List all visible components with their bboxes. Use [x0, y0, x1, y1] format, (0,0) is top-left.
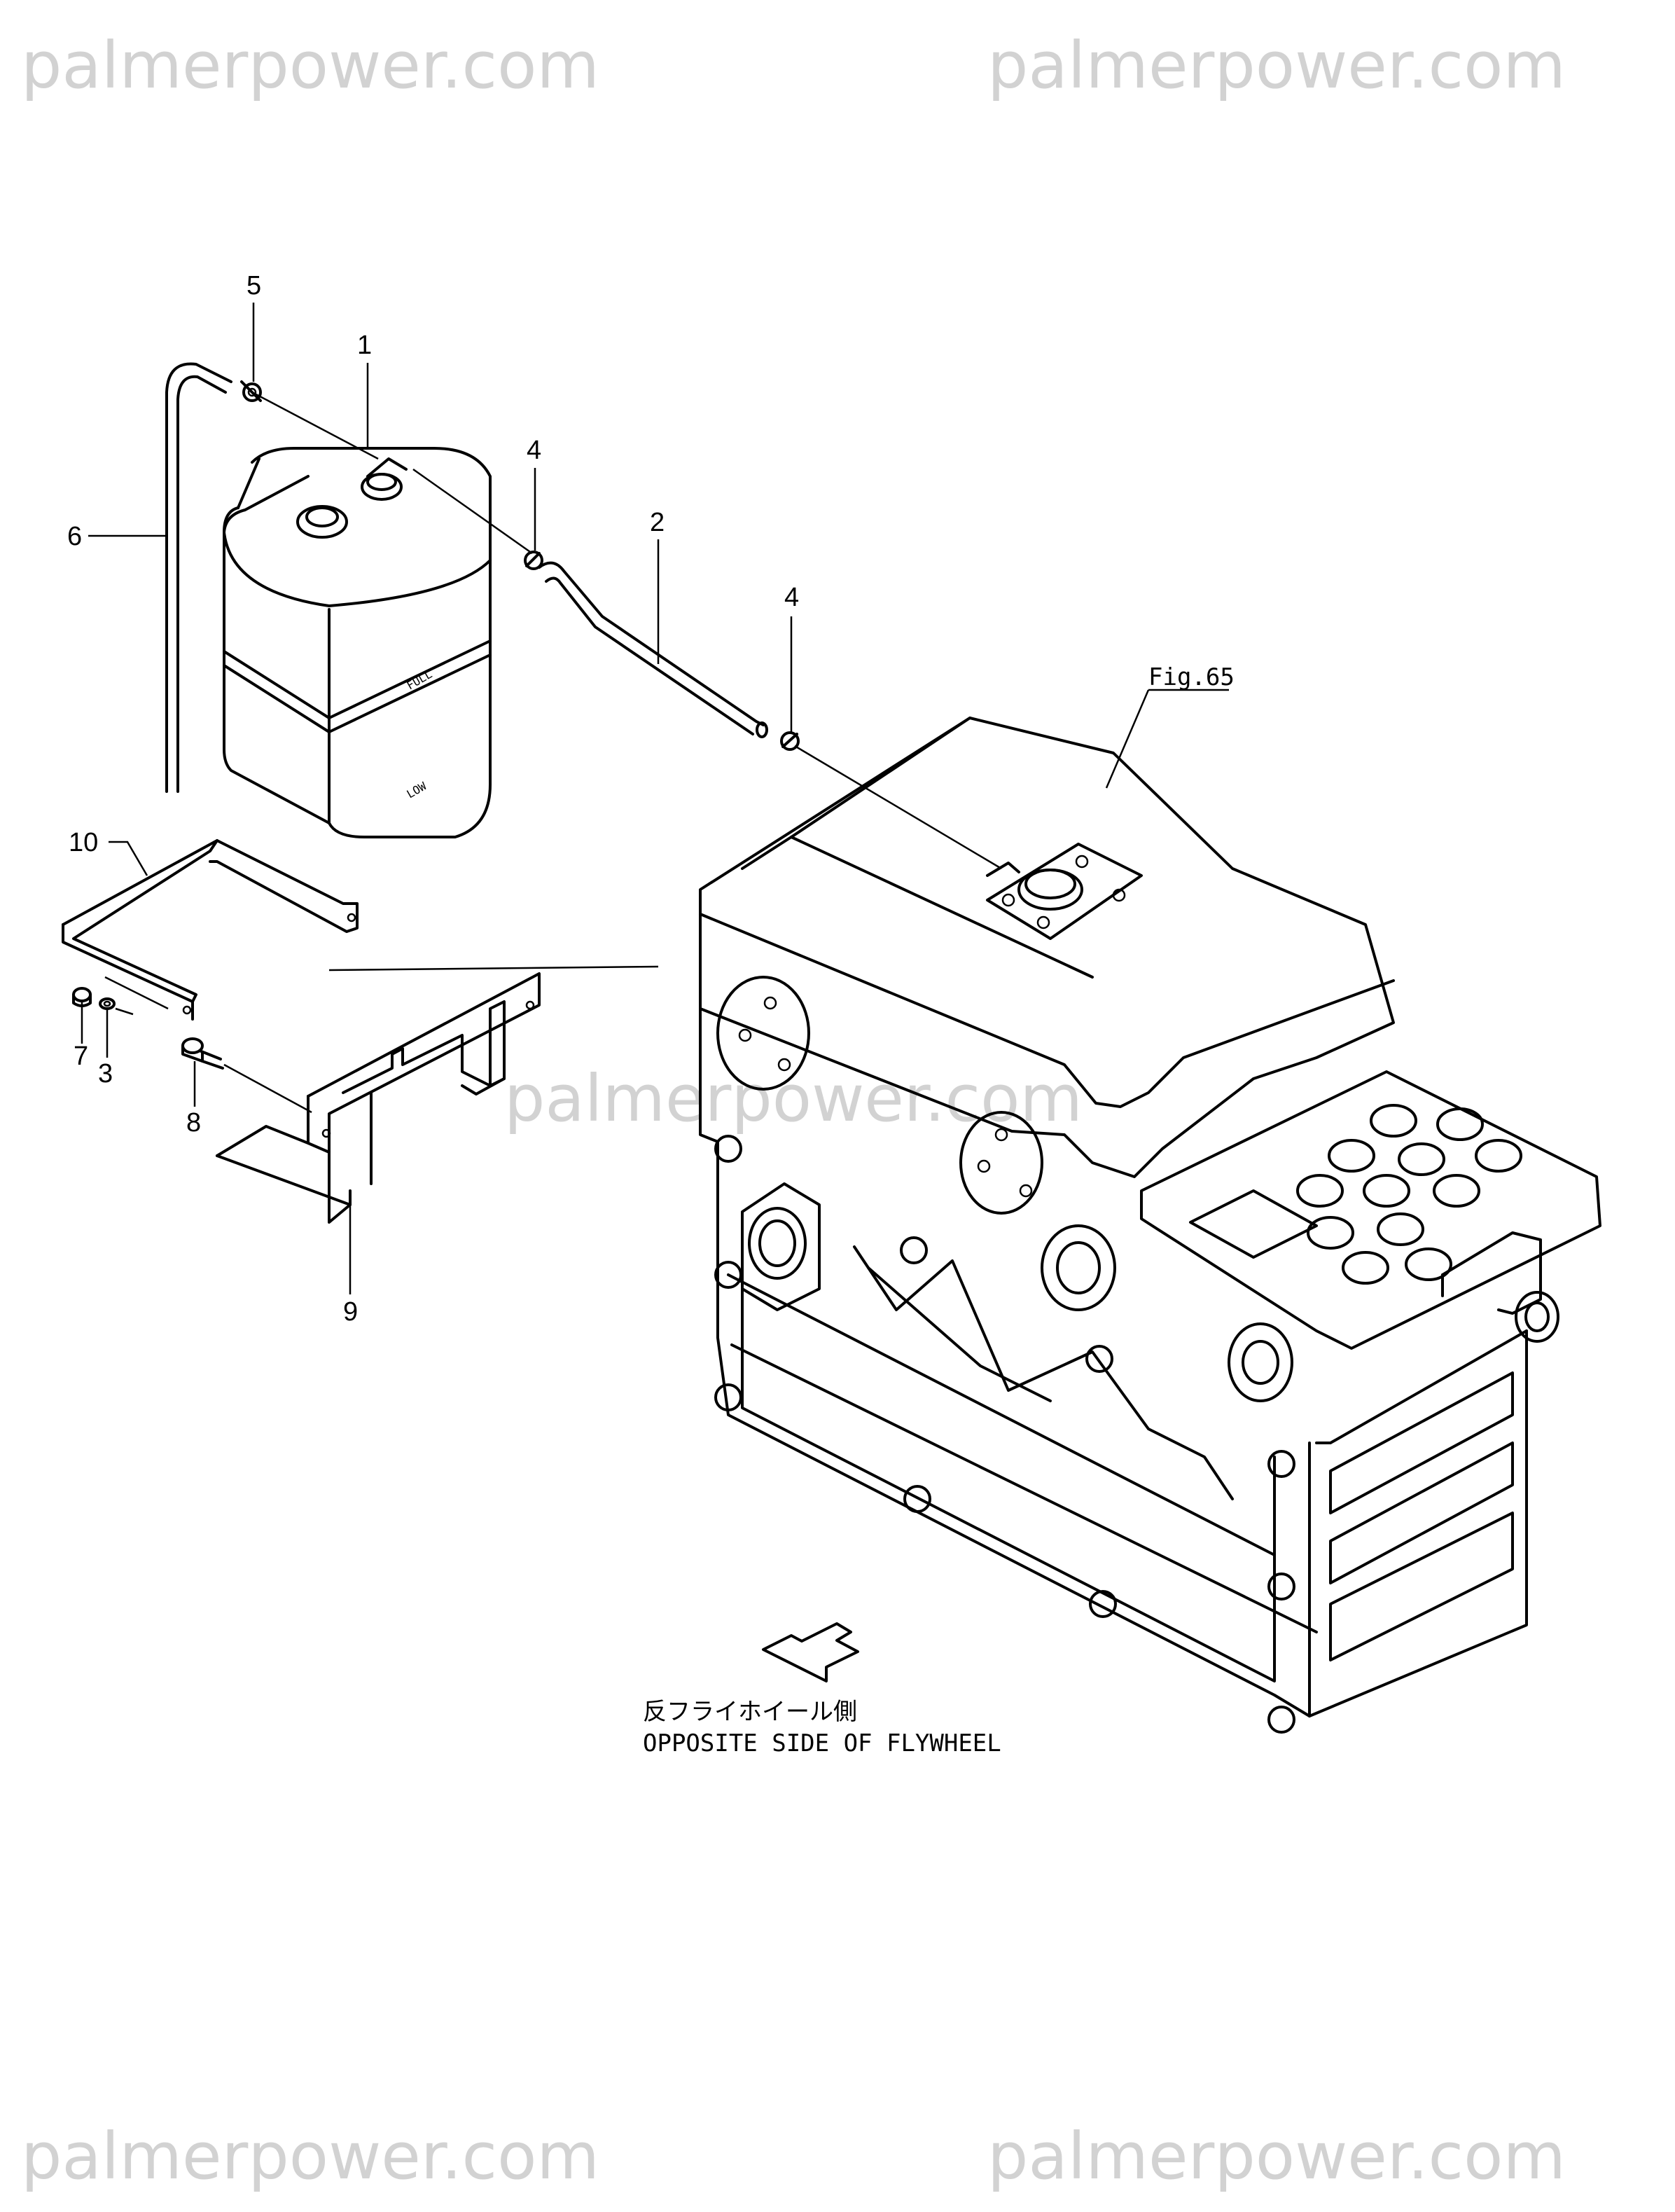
- direction-label-english: OPPOSITE SIDE OF FLYWHEEL: [643, 1729, 1001, 1757]
- callout-2: 2: [650, 508, 665, 537]
- engine-bolts: [714, 1135, 1295, 1734]
- leader-nut-washer: [104, 976, 169, 1016]
- breather-hose: [165, 362, 232, 793]
- watermark-bottom-right: palmerpower.com: [987, 2119, 1566, 2194]
- overflow-hose-2: [538, 561, 768, 738]
- washer-3: [99, 997, 116, 1010]
- watermark-top-left: palmerpower.com: [21, 28, 599, 103]
- watermark-bottom-left: palmerpower.com: [21, 2119, 599, 2194]
- callout-4b: 4: [784, 583, 799, 612]
- callout-8: 8: [186, 1108, 201, 1138]
- callout-1: 1: [357, 331, 372, 360]
- direction-arrow-icon: [762, 1622, 859, 1682]
- direction-label-japanese: 反フライホイール側: [643, 1698, 857, 1726]
- leader-bracket-to-engine: [328, 965, 659, 972]
- callout-5: 5: [246, 271, 261, 300]
- bolt-8: [181, 1037, 312, 1114]
- leader-clamp-to-engine: [794, 745, 1002, 870]
- engine-block: [699, 717, 1601, 1734]
- leader-fig65: [1105, 689, 1229, 789]
- callout-4a: 4: [527, 436, 541, 465]
- callout-3: 3: [98, 1059, 113, 1088]
- figure-reference: Fig.65: [1148, 663, 1235, 691]
- reserve-tank: FULL LOW: [223, 447, 492, 838]
- leader-cap-to-clamp: [412, 468, 533, 555]
- tank-low-mark: LOW: [405, 779, 429, 801]
- callout-7: 7: [74, 1042, 88, 1071]
- leader-clamp-to-cap: [251, 391, 379, 460]
- callout-10: 10: [69, 828, 98, 857]
- hose-clamp-5: [240, 380, 262, 402]
- support-bracket-9: [216, 972, 541, 1224]
- callout-9: 9: [343, 1297, 358, 1327]
- tank-bracket-10: [62, 839, 359, 1021]
- watermark-top-right: palmerpower.com: [987, 28, 1566, 103]
- leader-10: [109, 841, 148, 876]
- callout-6: 6: [67, 522, 82, 551]
- hose-clamp-4a: [524, 551, 543, 570]
- hose-clamp-4b: [780, 731, 800, 751]
